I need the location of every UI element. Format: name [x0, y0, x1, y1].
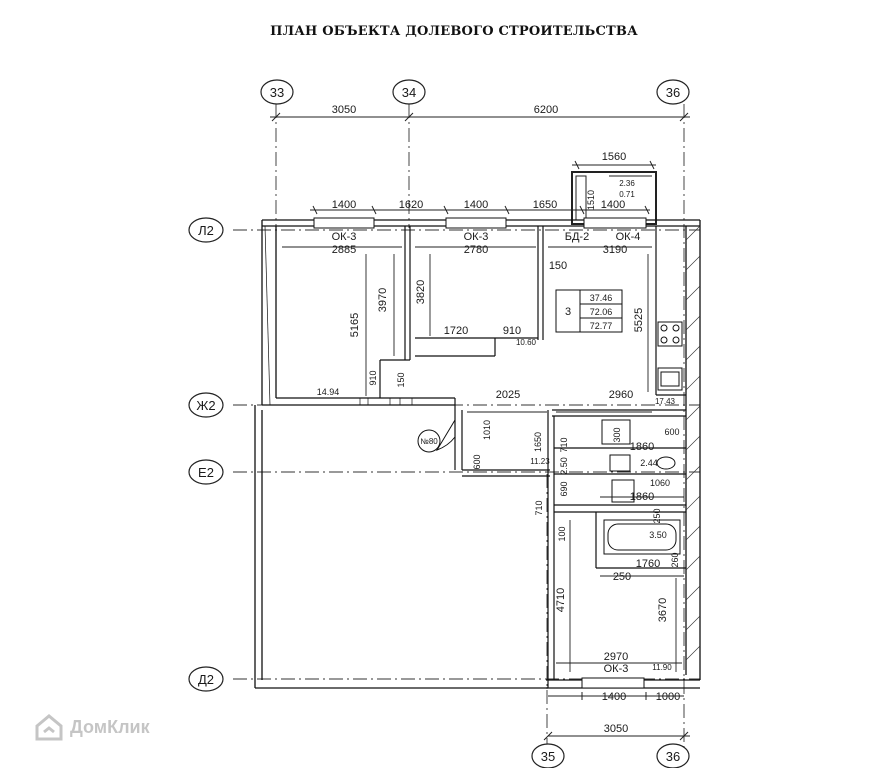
top-dimension-line [270, 112, 690, 122]
dim-150-b: 150 [396, 372, 406, 387]
axis-33: 33 [270, 85, 284, 100]
axis-l2: Л2 [198, 223, 214, 238]
window-ok3-b: ОК-3 [464, 231, 489, 243]
dim-690: 690 [559, 481, 569, 496]
axis-36-top: 36 [666, 85, 680, 100]
top-windows [313, 217, 647, 229]
summary-living: 37.46 [590, 293, 613, 303]
wall-marks [264, 225, 413, 406]
balcony-coef: 0.71 [619, 190, 635, 199]
room-dim-lines [282, 246, 684, 672]
balcony [571, 160, 657, 225]
balcony-area: 2.36 [619, 179, 635, 188]
summary-rooms: 3 [565, 306, 571, 318]
window-ok3-c: ОК-3 [604, 663, 629, 675]
area-1743: 17.43 [655, 397, 676, 406]
summary-total-balcony: 72.77 [590, 321, 613, 331]
axis-35: 35 [541, 749, 555, 764]
inner-walls [262, 226, 686, 688]
dim-250-b: 250 [613, 571, 631, 583]
dim-150-a: 150 [549, 260, 567, 272]
dim-3050-bottom: 3050 [604, 723, 628, 735]
dim-window-1400-b: 1400 [464, 199, 488, 211]
dim-1510: 1510 [586, 190, 596, 210]
dim-2960: 2960 [609, 389, 633, 401]
dim-2025: 2025 [496, 389, 520, 401]
dim-window-1400-c: 1400 [601, 199, 625, 211]
dim-1060-b: 1060 [650, 478, 670, 488]
dim-600-b: 600 [472, 454, 482, 469]
dim-5525: 5525 [633, 308, 645, 332]
dim-1650-v: 1650 [533, 432, 543, 452]
kitchen-fixtures [657, 321, 683, 391]
dim-window-1400-a: 1400 [332, 199, 356, 211]
dim-1010: 1010 [482, 420, 492, 440]
bottom-dims [543, 692, 690, 741]
axis-36-bottom: 36 [666, 749, 680, 764]
dim-100: 100 [557, 526, 567, 541]
window-ok3-a: ОК-3 [332, 231, 357, 243]
dim-1720: 1720 [444, 325, 468, 337]
dim-910-a: 910 [503, 325, 521, 337]
entry-door [417, 419, 456, 453]
wall-hatch [685, 225, 701, 661]
dim-4710: 4710 [555, 588, 567, 612]
entry-label: №80 [420, 437, 438, 446]
dim-1620: 1620 [399, 199, 423, 211]
domclick-logo-icon [35, 714, 63, 741]
dim-3670: 3670 [657, 598, 669, 622]
dim-6200-top: 6200 [534, 104, 558, 116]
dim-910-b: 910 [368, 370, 378, 385]
window-ok4: ОК-4 [616, 231, 641, 243]
axis-d2: Д2 [198, 672, 214, 687]
dim-1400-bottom: 1400 [602, 691, 626, 703]
dim-1760: 1760 [636, 558, 660, 570]
area-1060: 10.60 [516, 338, 537, 347]
dim-600-a: 600 [664, 427, 679, 437]
dim-3190: 3190 [603, 244, 627, 256]
watermark-text: ДомКлик [70, 716, 150, 737]
dim-1650: 1650 [533, 199, 557, 211]
dim-1860-b: 1860 [630, 491, 654, 503]
window-dims [310, 205, 650, 215]
area-1190: 11.90 [652, 663, 672, 672]
axis-bubbles [188, 79, 690, 768]
dim-2885: 2885 [332, 244, 356, 256]
bathroom-fixtures [601, 419, 681, 555]
dim-1000-bottom: 1000 [656, 691, 680, 703]
dim-3820: 3820 [415, 280, 427, 304]
dim-1860-a: 1860 [630, 441, 654, 453]
dim-250-a: 250 [652, 508, 662, 523]
axis-34: 34 [402, 85, 416, 100]
dim-2970: 2970 [604, 651, 628, 663]
dim-3050-top: 3050 [332, 104, 356, 116]
dim-710-b: 710 [534, 500, 544, 515]
dim-5165: 5165 [349, 313, 361, 337]
area-1494: 14.94 [317, 387, 340, 397]
area-244: 2.44 [640, 458, 658, 468]
axis-zh2: Ж2 [196, 398, 215, 413]
dim-2780: 2780 [464, 244, 488, 256]
door-bd2: БД-2 [565, 231, 589, 243]
summary-box [555, 289, 623, 333]
dim-710-a: 710 [559, 437, 569, 452]
page-title: ПЛАН ОБЪЕКТА ДОЛЕВОГО СТРОИТЕЛЬСТВА [270, 24, 638, 39]
bottom-window [581, 677, 645, 689]
area-1123: 11.23 [530, 457, 550, 466]
outer-walls [254, 219, 701, 689]
dim-1560: 1560 [602, 151, 626, 163]
axis-e2: Е2 [198, 465, 214, 480]
dim-260: 260 [670, 552, 680, 567]
area-350: 3.50 [649, 530, 667, 540]
dim-300: 300 [612, 427, 622, 442]
dim-250-h: 2.50 [559, 457, 569, 475]
summary-total: 72.06 [590, 307, 613, 317]
watermark: ДомКлик [34, 712, 150, 742]
dim-3970: 3970 [377, 288, 389, 312]
